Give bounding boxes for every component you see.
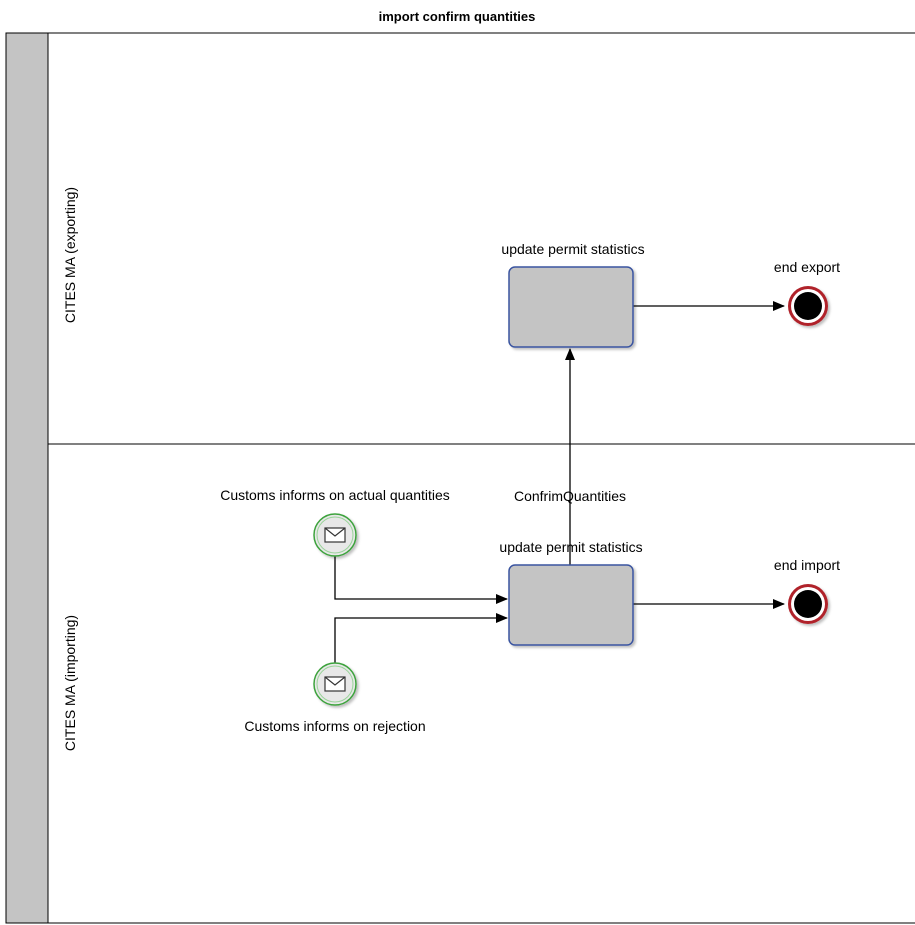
task-update-permit-statistics-import[interactable] — [508, 564, 634, 646]
message-start-event-rejection[interactable] — [313, 662, 357, 706]
end-event-export-label: end export — [774, 259, 840, 275]
end-event-export[interactable] — [788, 286, 828, 326]
envelope-icon — [324, 527, 346, 543]
flow-rejection-to-task — [334, 613, 508, 663]
message-start-event-quantities[interactable] — [313, 513, 357, 557]
envelope-icon — [324, 676, 346, 692]
flows — [334, 301, 785, 663]
diagram-title: import confirm quantities — [379, 9, 536, 24]
message-start-label-quantities: Customs informs on actual quantities — [220, 487, 450, 503]
pool: CITES MA (exporting) CITES MA (importing… — [5, 32, 915, 924]
task-label-import: update permit statistics — [499, 539, 642, 555]
end-event-import-label: end import — [774, 557, 840, 573]
end-event-import[interactable] — [788, 584, 828, 624]
pool-header — [5, 32, 49, 924]
flow-quantities-to-task — [334, 556, 508, 604]
flow-label-confirm: ConfrimQuantities — [514, 488, 626, 504]
lane-label-exporting: CITES MA (exporting) — [62, 187, 78, 323]
task-update-permit-statistics-export[interactable] — [508, 266, 634, 348]
task-label-export: update permit statistics — [501, 241, 644, 257]
lane-label-importing: CITES MA (importing) — [62, 615, 78, 751]
message-start-label-rejection: Customs informs on rejection — [244, 718, 425, 734]
